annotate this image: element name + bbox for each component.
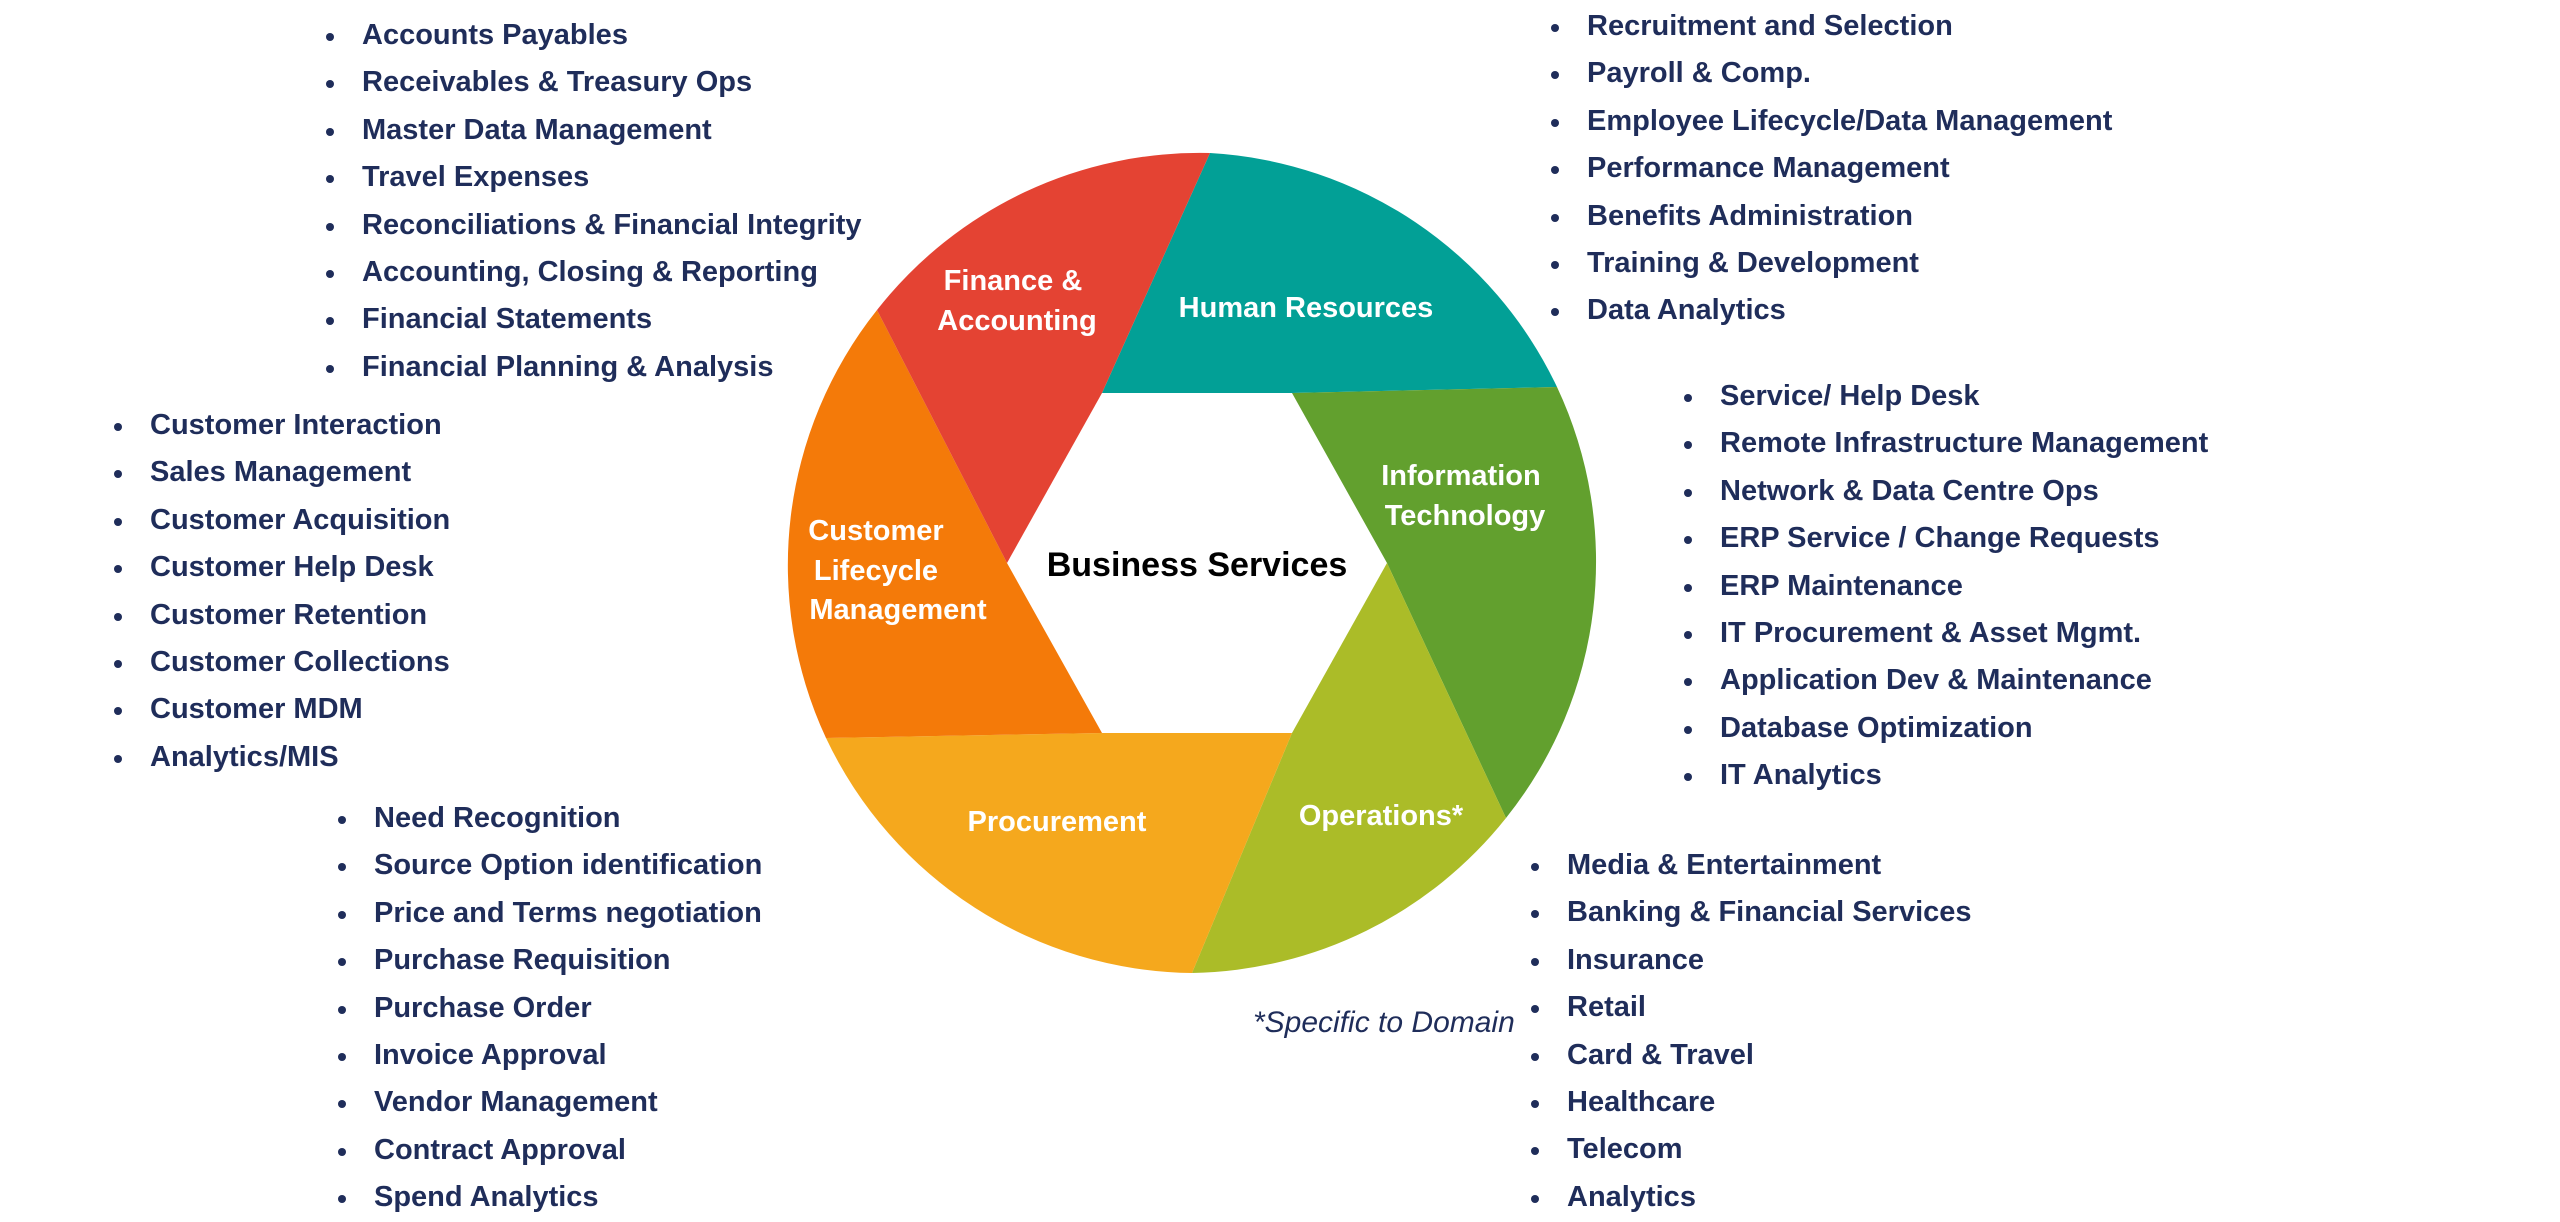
segment-customer-lifecycle[interactable]: [787, 310, 1102, 738]
list-item: ERP Maintenance: [1684, 563, 2208, 610]
list-item: Service/ Help Desk: [1684, 373, 2208, 420]
list-item: Sales Management: [114, 449, 450, 496]
list-item: Spend Analytics: [338, 1174, 762, 1221]
list-item: Customer Retention: [114, 592, 450, 639]
list-item: Card & Travel: [1531, 1032, 1972, 1079]
list-item: Recruitment and Selection: [1551, 3, 2112, 50]
procurement-segment-label: Procurement: [968, 806, 1147, 838]
list-item: Contract Approval: [338, 1127, 762, 1174]
hr-segment-label: Human Resources: [1179, 292, 1434, 324]
list-item: Receivables & Treasury Ops: [326, 59, 862, 106]
operations-segment-label: Operations*: [1299, 800, 1464, 832]
list-item: Accounting, Closing & Reporting: [326, 249, 862, 296]
list-item: Healthcare: [1531, 1079, 1972, 1126]
list-item: Customer MDM: [114, 686, 450, 733]
list-item: Data Analytics: [1551, 287, 2112, 334]
list-item: Network & Data Centre Ops: [1684, 468, 2208, 515]
list-item: IT Analytics: [1684, 752, 2208, 799]
list-item: Financial Planning & Analysis: [326, 344, 862, 391]
it-list: Service/ Help Desk Remote Infrastructure…: [1684, 373, 2208, 800]
list-item: Customer Collections: [114, 639, 450, 686]
list-item: Financial Statements: [326, 296, 862, 343]
list-item: Source Option identification: [338, 842, 762, 889]
segment-information-technology[interactable]: [1292, 387, 1597, 818]
list-item: ERP Service / Change Requests: [1684, 515, 2208, 562]
list-item: Travel Expenses: [326, 154, 862, 201]
list-item: IT Procurement & Asset Mgmt.: [1684, 610, 2208, 657]
list-item: Price and Terms negotiation: [338, 890, 762, 937]
list-item: Purchase Requisition: [338, 937, 762, 984]
list-item: Payroll & Comp.: [1551, 50, 2112, 97]
operations-list: Media & Entertainment Banking & Financia…: [1531, 842, 1972, 1221]
customer-list: Customer Interaction Sales Management Cu…: [114, 402, 450, 781]
list-item: Vendor Management: [338, 1079, 762, 1126]
center-title: Business Services: [1047, 546, 1348, 584]
list-item: Telecom: [1531, 1126, 1972, 1173]
list-item: Database Optimization: [1684, 705, 2208, 752]
list-item: Customer Help Desk: [114, 544, 450, 591]
list-item: Need Recognition: [338, 795, 762, 842]
finance-list: Accounts Payables Receivables & Treasury…: [326, 12, 862, 391]
list-item: Insurance: [1531, 937, 1972, 984]
segment-human-resources[interactable]: [1102, 153, 1557, 393]
list-item: Remote Infrastructure Management: [1684, 420, 2208, 467]
footnote: *Specific to Domain: [1253, 1006, 1515, 1039]
segment-operations[interactable]: [1192, 563, 1506, 973]
list-item: Invoice Approval: [338, 1032, 762, 1079]
list-item: Customer Acquisition: [114, 497, 450, 544]
list-item: Training & Development: [1551, 240, 2112, 287]
list-item: Media & Entertainment: [1531, 842, 1972, 889]
it-segment-label: Information Technology: [1381, 460, 1549, 532]
segment-finance-accounting[interactable]: [877, 152, 1210, 564]
list-item: Employee Lifecycle/Data Management: [1551, 98, 2112, 145]
list-item: Analytics: [1531, 1174, 1972, 1221]
list-item: Benefits Administration: [1551, 193, 2112, 240]
list-item: Accounts Payables: [326, 12, 862, 59]
list-item: Retail: [1531, 984, 1972, 1031]
list-item: Banking & Financial Services: [1531, 889, 1972, 936]
list-item: Analytics/MIS: [114, 734, 450, 781]
customer-segment-label: Customer Lifecycle Management: [808, 515, 987, 626]
hr-list: Recruitment and Selection Payroll & Comp…: [1551, 3, 2112, 335]
list-item: Application Dev & Maintenance: [1684, 657, 2208, 704]
list-item: Master Data Management: [326, 107, 862, 154]
list-item: Performance Management: [1551, 145, 2112, 192]
list-item: Purchase Order: [338, 985, 762, 1032]
finance-segment-label: Finance & Accounting: [937, 265, 1097, 337]
list-item: Customer Interaction: [114, 402, 450, 449]
list-item: Reconciliations & Financial Integrity: [326, 202, 862, 249]
segment-procurement[interactable]: [826, 733, 1292, 973]
procurement-list: Need Recognition Source Option identific…: [338, 795, 762, 1222]
